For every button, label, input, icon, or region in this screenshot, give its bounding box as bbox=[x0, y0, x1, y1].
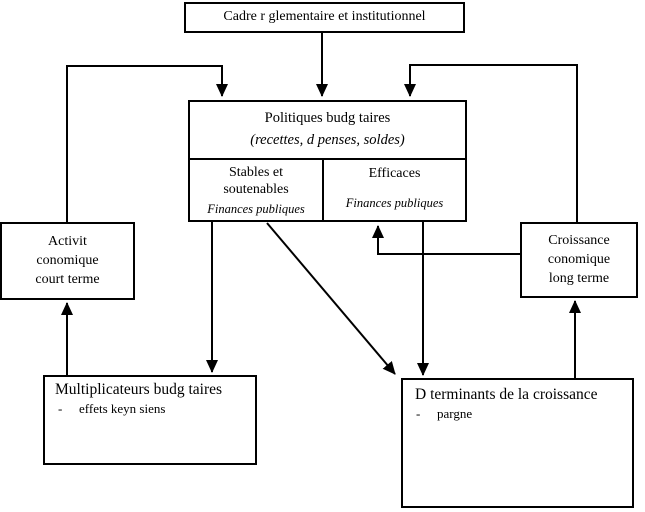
croissance-line-1: Croissance bbox=[548, 233, 610, 248]
stables-line1: Stables et bbox=[228, 165, 284, 180]
bullet-dash: - bbox=[58, 401, 63, 416]
arrow-stables-to-determinants-diagonal bbox=[266, 222, 396, 375]
stables-line2: soutenables bbox=[223, 182, 289, 197]
box-cadre-reglementaire: Cadre r glementaire et institutionnel bbox=[184, 2, 465, 33]
bullet-dash: - bbox=[416, 406, 421, 421]
arrow-activite-to-politiques bbox=[66, 65, 228, 222]
croissance-line-3: long terme bbox=[548, 271, 610, 286]
activite-line-3: court terme bbox=[35, 272, 100, 287]
croissance-line-2: conomique bbox=[547, 252, 611, 267]
multiplicateurs-bullet-text: effets keyn siens bbox=[79, 401, 166, 416]
politiques-cells: Stables et soutenables Finances publique… bbox=[190, 160, 465, 220]
arrow-croissance-to-efficaces bbox=[372, 225, 520, 255]
stables-caption: Finances publiques bbox=[207, 202, 305, 216]
efficaces-title: Efficaces bbox=[368, 166, 421, 181]
box-politiques-budgetaires: Politiques budg taires (recettes, d pens… bbox=[188, 100, 467, 222]
politiques-title-section: Politiques budg taires (recettes, d pens… bbox=[190, 102, 465, 160]
arrow-croissance-to-politiques bbox=[404, 64, 578, 222]
cell-efficaces: Efficaces Finances publiques bbox=[324, 160, 465, 220]
multiplicateurs-bullet: - effets keyn siens bbox=[45, 401, 255, 417]
cell-stables-soutenables: Stables et soutenables Finances publique… bbox=[190, 160, 324, 220]
box-multiplicateurs-budgetaires: Multiplicateurs budg taires - effets keyn… bbox=[43, 375, 257, 465]
box-croissance-economique: Croissance conomique long terme bbox=[520, 222, 638, 298]
box-determinants-croissance: D terminants de la croissance - pargne bbox=[401, 378, 634, 508]
politiques-title: Politiques budg taires bbox=[264, 110, 391, 126]
determinants-title: D terminants de la croissance bbox=[415, 386, 598, 403]
activite-line-2: conomique bbox=[36, 253, 99, 268]
politiques-subtitle: (recettes, d penses, soldes) bbox=[250, 132, 405, 148]
cadre-label: Cadre r glementaire et institutionnel bbox=[223, 9, 426, 24]
box-activite-economique: Activit conomique court terme bbox=[0, 222, 135, 300]
efficaces-caption: Finances publiques bbox=[345, 196, 444, 210]
activite-line-1: Activit bbox=[48, 234, 87, 249]
multiplicateurs-title: Multiplicateurs budg taires bbox=[55, 381, 223, 398]
determinants-bullet-text: pargne bbox=[437, 406, 473, 421]
determinants-bullet: - pargne bbox=[403, 406, 632, 422]
